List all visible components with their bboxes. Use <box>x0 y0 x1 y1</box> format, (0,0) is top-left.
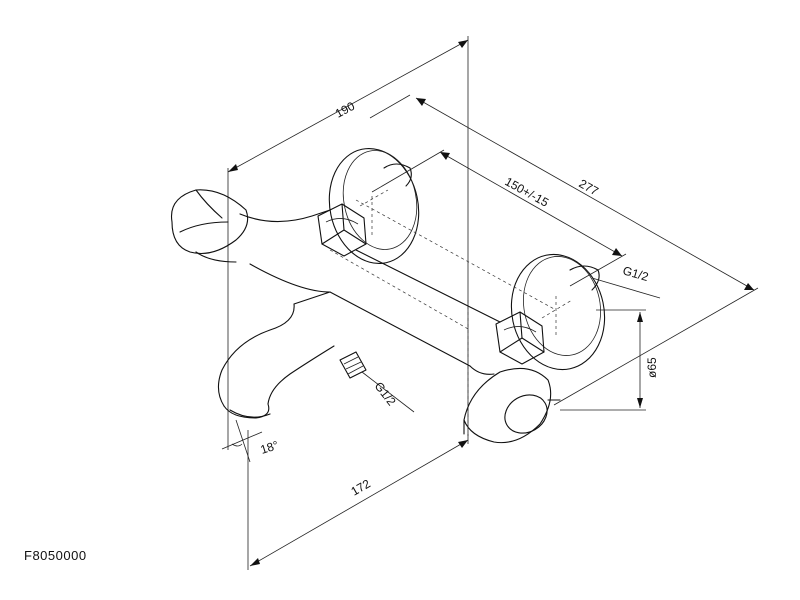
dimension-172: 172 <box>247 430 469 570</box>
product-code: F8050000 <box>24 548 87 563</box>
dimension-label-277: 277 <box>577 176 602 198</box>
right-wall-flange <box>510 253 606 371</box>
spout-outlet-thread: G1/2 <box>339 351 415 413</box>
centerlines <box>329 189 573 430</box>
thread-label-right: G1/2 <box>621 263 650 284</box>
dimension-label-172: 172 <box>349 476 374 498</box>
thread-right-inlet: G1/2 <box>591 263 661 299</box>
mixer-body <box>170 189 561 444</box>
dimension-150: 150+/-15 <box>371 149 627 287</box>
left-connection-nut <box>317 203 367 257</box>
dimension-label-65: ø65 <box>645 357 659 378</box>
right-connection-nut <box>495 311 545 365</box>
left-wall-flange <box>328 147 420 265</box>
dimension-277: 277 <box>369 94 759 406</box>
dimension-angle-18: 18° <box>221 419 281 463</box>
dimension-label-18: 18° <box>259 438 281 457</box>
dimension-label-190: 190 <box>333 99 358 121</box>
dimension-190: 190 <box>227 36 469 450</box>
spout <box>217 291 335 419</box>
dimension-65: ø65 <box>560 309 659 411</box>
thread-label-spout: G1/2 <box>372 379 399 408</box>
